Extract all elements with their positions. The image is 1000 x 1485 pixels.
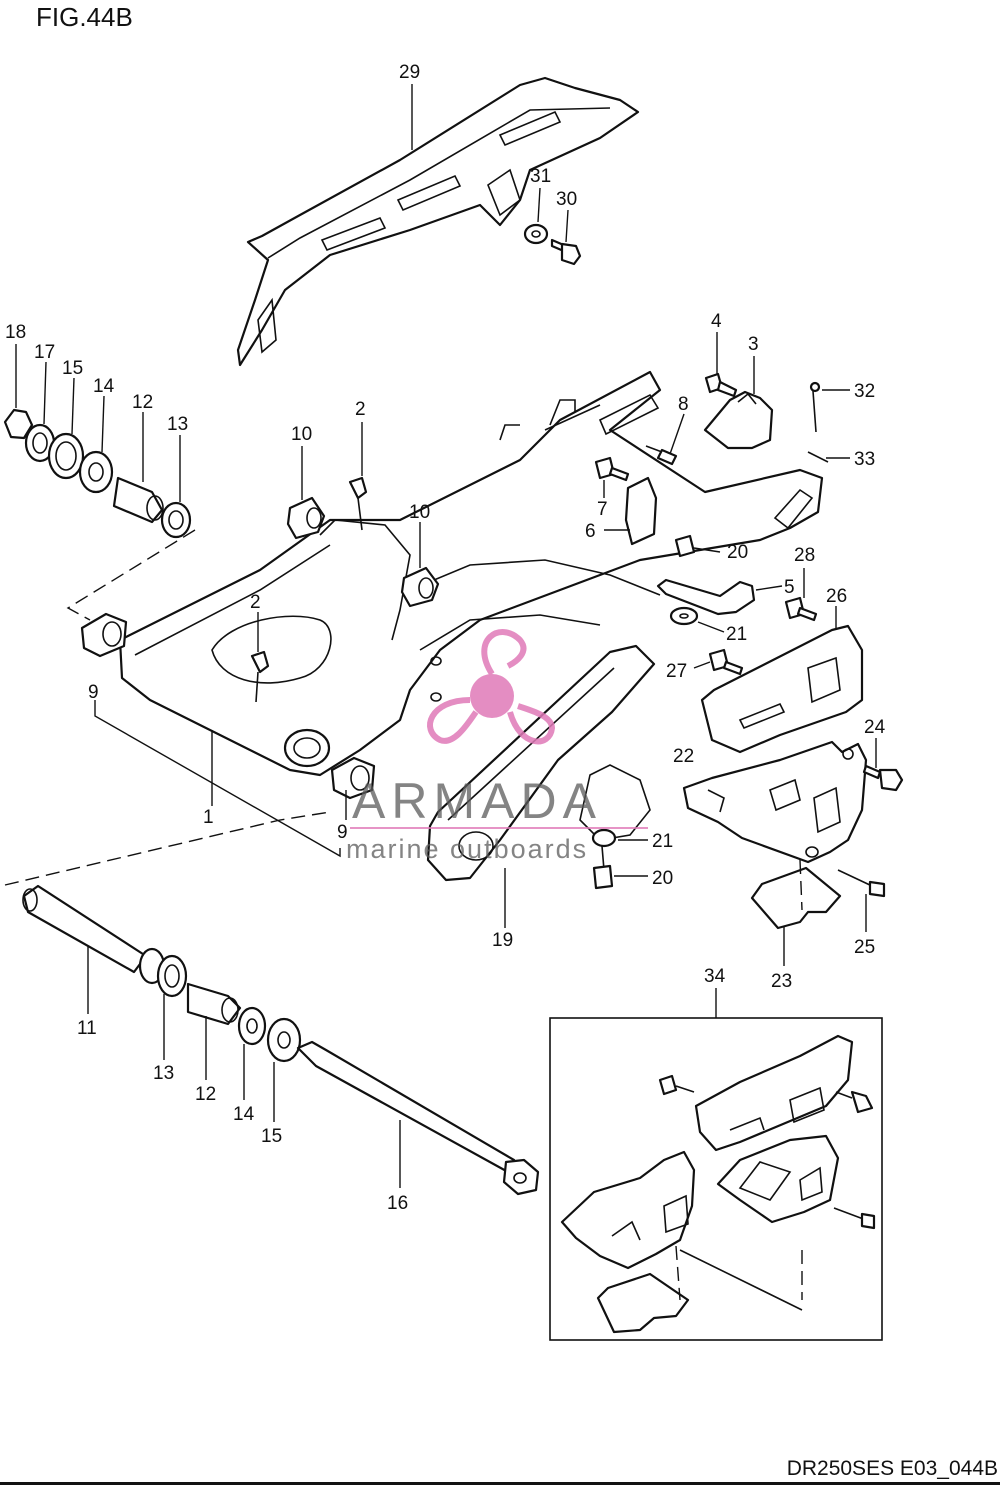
chain-case (236, 76, 640, 367)
upper-guide-bolt (674, 534, 721, 558)
callout-10: 10 (291, 424, 312, 445)
callout-7: 7 (597, 499, 608, 520)
callout-27: 27 (666, 661, 687, 682)
callout-2: 2 (355, 399, 366, 420)
callout-15: 15 (62, 358, 83, 379)
guard-bolt (837, 869, 886, 898)
chain-guide-bolt-upper (862, 764, 904, 792)
chain-guide-body (682, 740, 868, 864)
callout-10: 10 (409, 502, 430, 523)
slider-washer (591, 828, 617, 848)
bushing-upper-left (286, 496, 326, 540)
callout-13: 13 (167, 414, 188, 435)
chain-guide-guard (750, 866, 842, 930)
watermark-tagline: marine outboards (346, 834, 588, 864)
callout-25: 25 (854, 937, 875, 958)
swing-arm (118, 370, 824, 777)
callout-28: 28 (794, 545, 815, 566)
callout-23: 23 (771, 971, 792, 992)
callout-17: 17 (34, 342, 55, 363)
guide-bracket (656, 578, 756, 616)
diagram-code: DR250SES E03_044B (786, 1457, 998, 1480)
callout-30: 30 (556, 189, 577, 210)
callout-14: 14 (233, 1104, 255, 1125)
chain-case-bolt (550, 238, 582, 266)
callout-24: 24 (864, 717, 886, 738)
guide-washer (669, 606, 699, 626)
pivot-sleeve (22, 884, 148, 974)
chain-guide-assembly (549, 1017, 883, 1341)
callout-1: 1 (203, 807, 214, 828)
callout-2: 2 (250, 592, 261, 613)
bracket-bolt (594, 456, 630, 482)
callout-20: 20 (652, 868, 673, 889)
armada-watermark: ARMADA marine outboards (346, 629, 648, 864)
callout-34: 34 (704, 966, 726, 987)
slider-bolt (592, 845, 614, 890)
callout-13: 13 (153, 1063, 174, 1084)
guide-bracket-bolt (784, 596, 818, 622)
callout-33: 33 (854, 449, 875, 470)
callout-labels: 29 31 30 18 17 15 14 12 13 10 2 10 2 9 1… (5, 62, 886, 1214)
grease-nipple-upper (348, 476, 368, 531)
bushing-upper-right (400, 566, 440, 608)
callout-20: 20 (727, 542, 748, 563)
figure-title: FIG.44B (36, 2, 133, 32)
watermark-brand: ARMADA (352, 773, 602, 829)
lower-pivot-stack (138, 947, 302, 1063)
bracket (624, 476, 658, 546)
callout-12: 12 (132, 392, 153, 413)
chain-guide-plate (700, 624, 864, 754)
callout-11: 11 (77, 1018, 97, 1039)
chain-guide-bolt (645, 445, 678, 466)
callout-21: 21 (726, 624, 747, 645)
callout-19: 19 (492, 930, 513, 951)
bottom-rule (0, 1482, 1000, 1485)
callout-3: 3 (748, 334, 759, 355)
callout-14: 14 (93, 376, 115, 397)
chain-case-washer (523, 223, 549, 245)
callout-5: 5 (784, 577, 795, 598)
callout-12: 12 (195, 1084, 216, 1105)
grease-nipple-lower (250, 650, 270, 703)
callout-18: 18 (5, 322, 26, 343)
callout-29: 29 (399, 62, 420, 83)
callout-9: 9 (88, 682, 99, 703)
chain-slider (426, 644, 656, 882)
callout-4: 4 (711, 311, 722, 332)
callout-16: 16 (387, 1193, 408, 1214)
callout-15: 15 (261, 1126, 282, 1147)
armada-logo (427, 629, 556, 745)
chain-adjuster-plate (703, 390, 774, 450)
callout-8: 8 (678, 394, 689, 415)
callout-26: 26 (826, 586, 847, 607)
callout-9: 9 (337, 822, 348, 843)
pivot-shaft (296, 1040, 540, 1196)
callout-21: 21 (652, 831, 673, 852)
callout-6: 6 (585, 521, 596, 542)
guide-plate-bolt (708, 648, 744, 676)
callout-32: 32 (854, 381, 875, 402)
bushing-left (80, 612, 128, 658)
cotter-pin (809, 381, 821, 433)
clip (807, 451, 829, 463)
bushing-lower (330, 756, 376, 800)
left-pivot-stack (3, 408, 192, 539)
callout-31: 31 (530, 166, 551, 187)
chain-adjuster-bolt (704, 372, 738, 398)
callout-22: 22 (673, 746, 694, 767)
